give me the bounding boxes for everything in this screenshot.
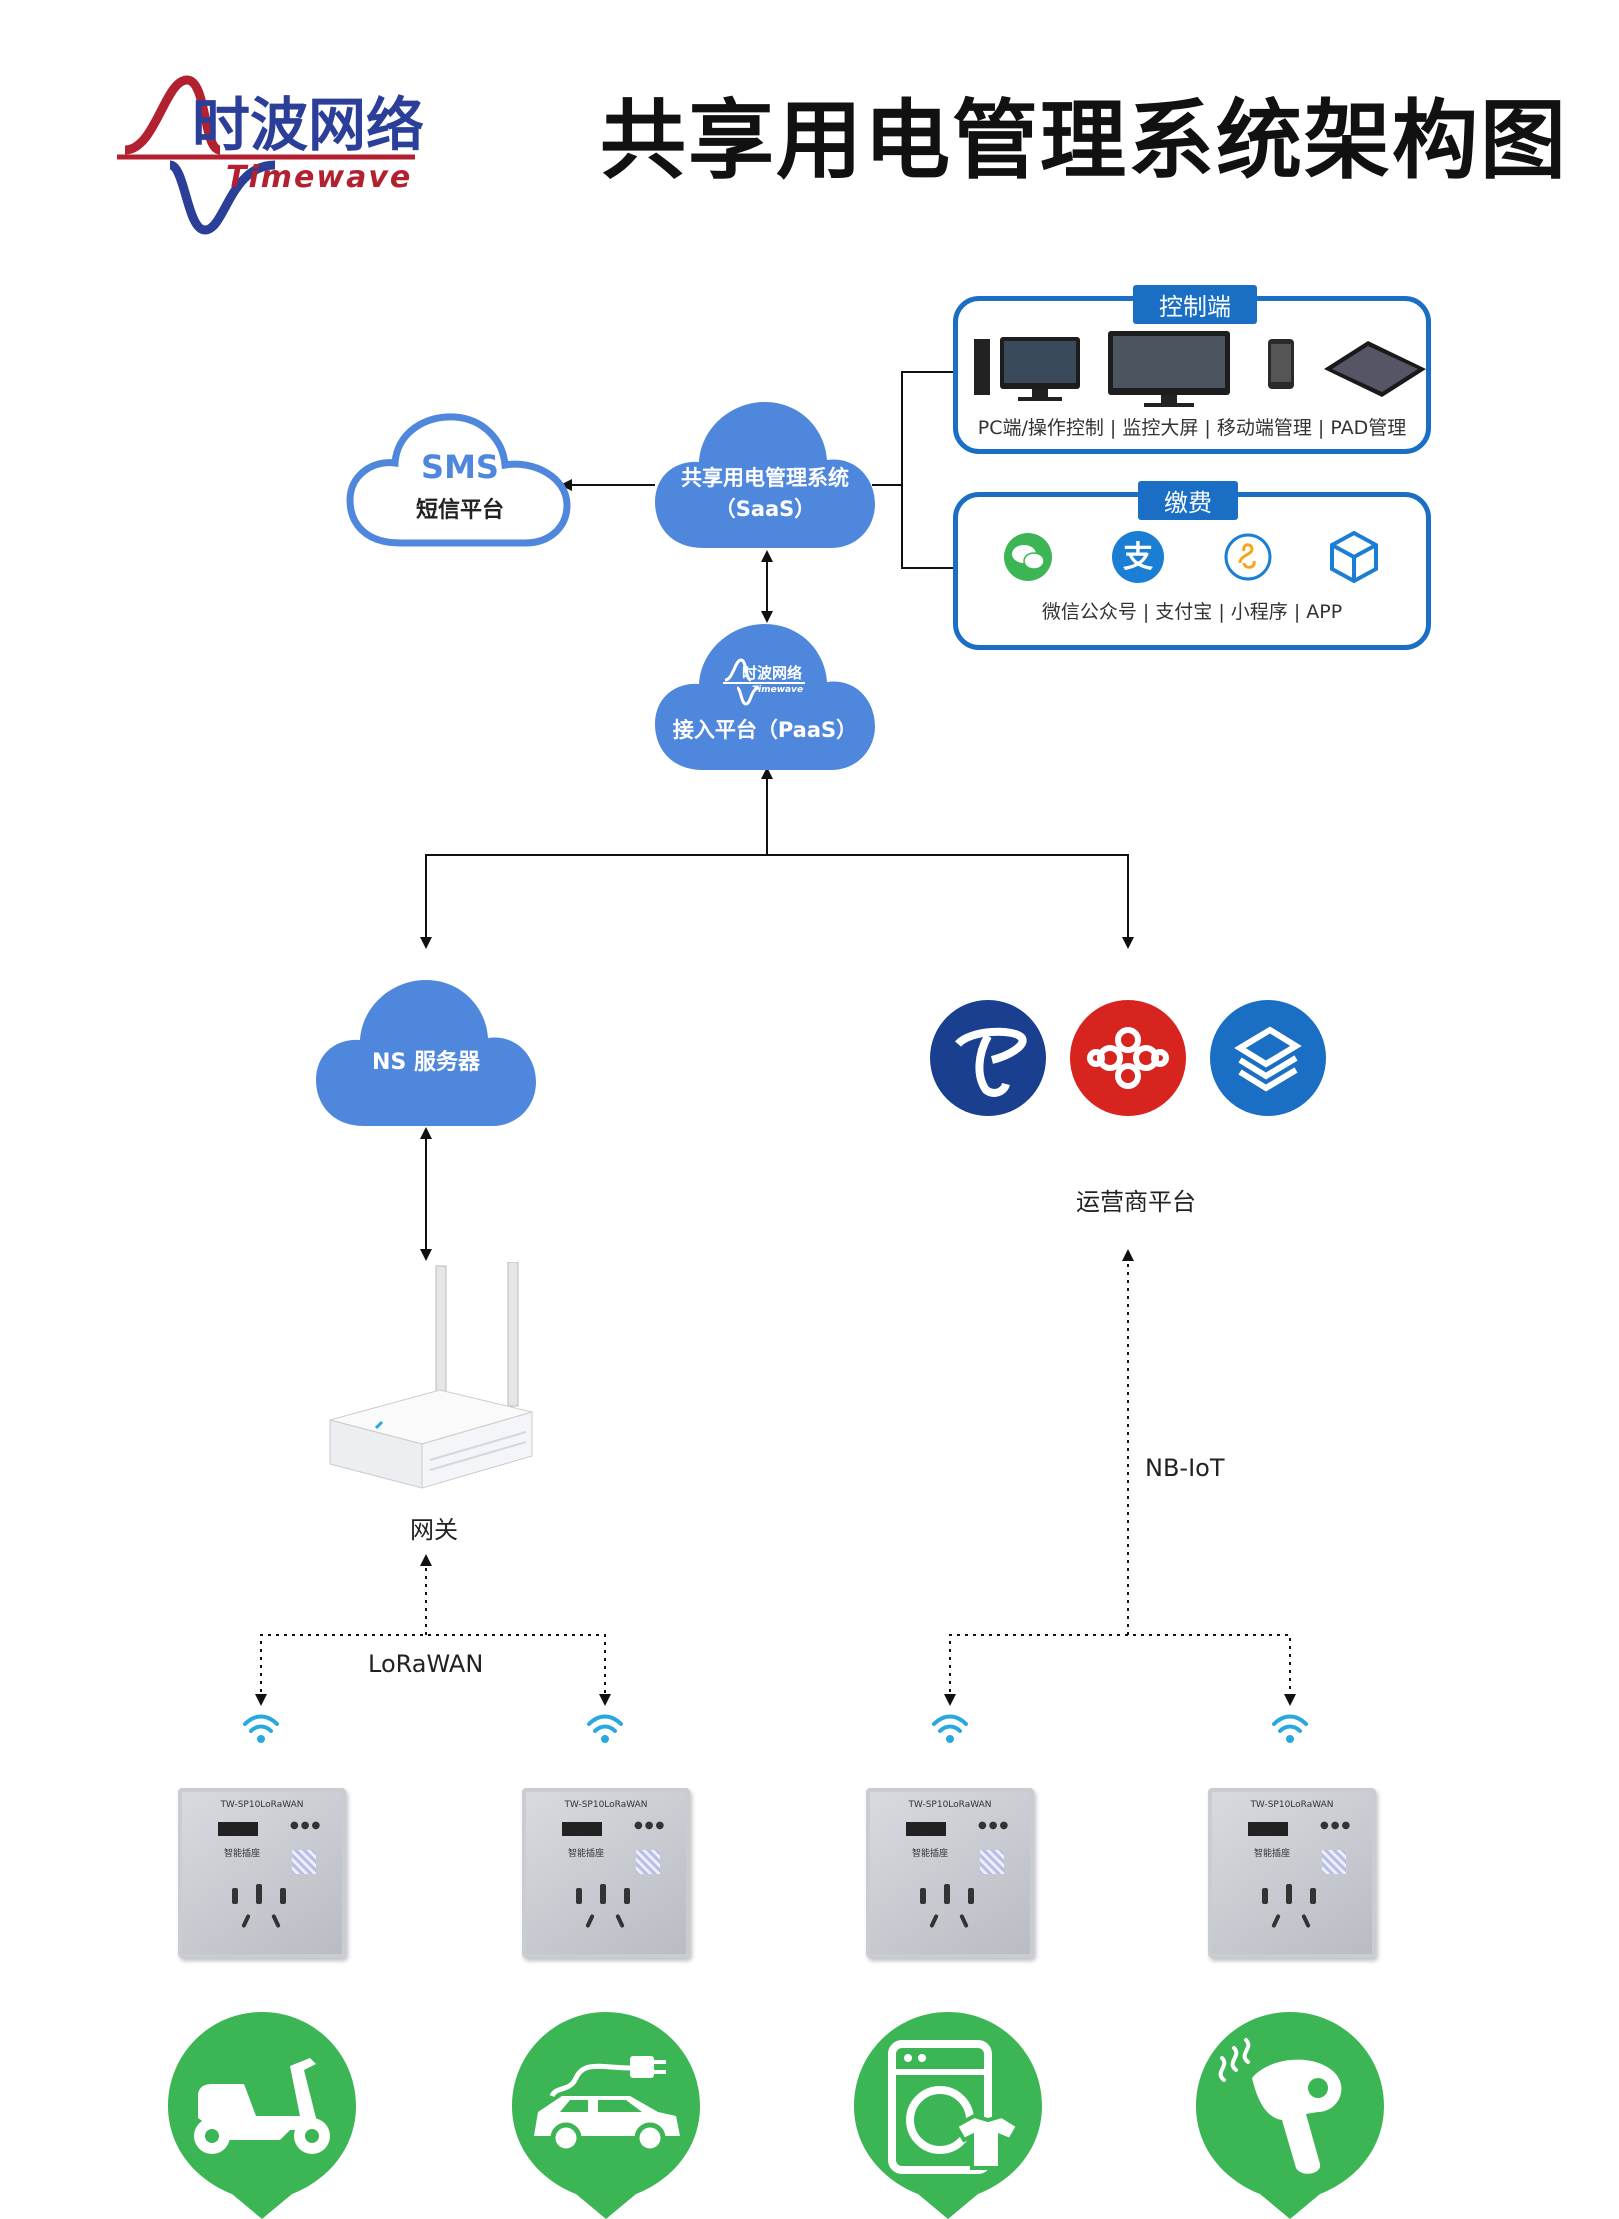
control-panel-title: 控制端 <box>1133 285 1257 324</box>
lorawan-label: LoRaWAN <box>368 1650 484 1678</box>
carrier-platform-label: 运营商平台 <box>1076 1188 1196 1216</box>
paas-logo-cn: 时波网络 <box>742 664 803 682</box>
paas-title: 接入平台（PaaS） <box>672 718 858 742</box>
payment-panel-title: 缴费 <box>1138 481 1238 520</box>
ev-charging-icon <box>512 2012 700 2219</box>
saas-cloud-icon <box>655 402 875 548</box>
app-icon <box>1330 530 1378 584</box>
wifi-icon <box>932 1714 968 1743</box>
sms-cloud-icon <box>346 413 571 547</box>
china-mobile-icon <box>1210 1000 1326 1116</box>
wechat-icon <box>1004 533 1052 581</box>
control-panel: 控制端 PC端/操作控制 | 监控大屏 | 移动端管理 | PAD管理 <box>953 285 1431 454</box>
payment-panel-caption: 微信公众号 | 支付宝 | 小程序 | APP <box>1041 601 1343 623</box>
china-unicom-icon <box>1070 1000 1186 1116</box>
gateway-label: 网关 <box>410 1516 458 1544</box>
logo-text-cn: 时波网络 <box>192 91 425 159</box>
sms-title: SMS <box>421 448 499 486</box>
gateway-router-icon <box>328 1262 534 1489</box>
sms-subtitle: 短信平台 <box>415 498 504 523</box>
paas-logo-en: Timewave <box>752 685 804 695</box>
page-title: 共享用电管理系统架构图 <box>600 91 1568 191</box>
mini-program-icon <box>1224 533 1272 581</box>
ns-cloud-icon <box>316 980 536 1126</box>
china-telecom-icon <box>930 1000 1046 1116</box>
saas-title: 共享用电管理系统 <box>681 466 849 490</box>
wifi-icon <box>1272 1714 1308 1743</box>
wifi-icon <box>587 1714 623 1743</box>
socket-label: 智能插座 <box>223 1849 260 1859</box>
smart-socket: TW-SP10LoRaWAN ●●● 智能插座 <box>178 1788 346 1958</box>
socket-label: 智能插座 <box>911 1849 948 1859</box>
nbiot-label: NB-IoT <box>1145 1454 1225 1482</box>
socket-model: TW-SP10LoRaWAN <box>1250 1800 1334 1810</box>
socket-model: TW-SP10LoRaWAN <box>908 1800 992 1810</box>
saas-subtitle: （SaaS） <box>714 497 816 521</box>
washing-machine-icon <box>854 2012 1042 2219</box>
scooter-icon <box>168 2012 356 2219</box>
socket-model: TW-SP10LoRaWAN <box>564 1800 648 1810</box>
svg-text:支: 支 <box>1123 540 1153 575</box>
payment-panel: 缴费 支 微信公众号 | 支付宝 | 小程序 | APP <box>953 481 1431 650</box>
wifi-icon <box>243 1714 279 1743</box>
alipay-icon: 支 <box>1112 531 1164 583</box>
carrier-logos <box>930 1000 1326 1116</box>
smart-socket: TW-SP10LoRaWAN ●●● 智能插座 <box>522 1788 690 1958</box>
ns-server-title: NS 服务器 <box>372 1050 480 1075</box>
smart-socket: TW-SP10LoRaWAN ●●● 智能插座 <box>866 1788 1034 1958</box>
socket-label: 智能插座 <box>1253 1849 1290 1859</box>
smart-socket: TW-SP10LoRaWAN ●●● 智能插座 <box>1208 1788 1376 1958</box>
logo-text-en: Timewave <box>226 160 413 195</box>
control-panel-caption: PC端/操作控制 | 监控大屏 | 移动端管理 | PAD管理 <box>977 417 1407 439</box>
socket-label: 智能插座 <box>567 1849 604 1859</box>
socket-model: TW-SP10LoRaWAN <box>220 1800 304 1810</box>
paas-cloud-icon <box>655 624 875 770</box>
devices-icon <box>974 331 1426 407</box>
timewave-logo-icon <box>117 75 415 235</box>
hair-dryer-icon <box>1196 2012 1384 2219</box>
